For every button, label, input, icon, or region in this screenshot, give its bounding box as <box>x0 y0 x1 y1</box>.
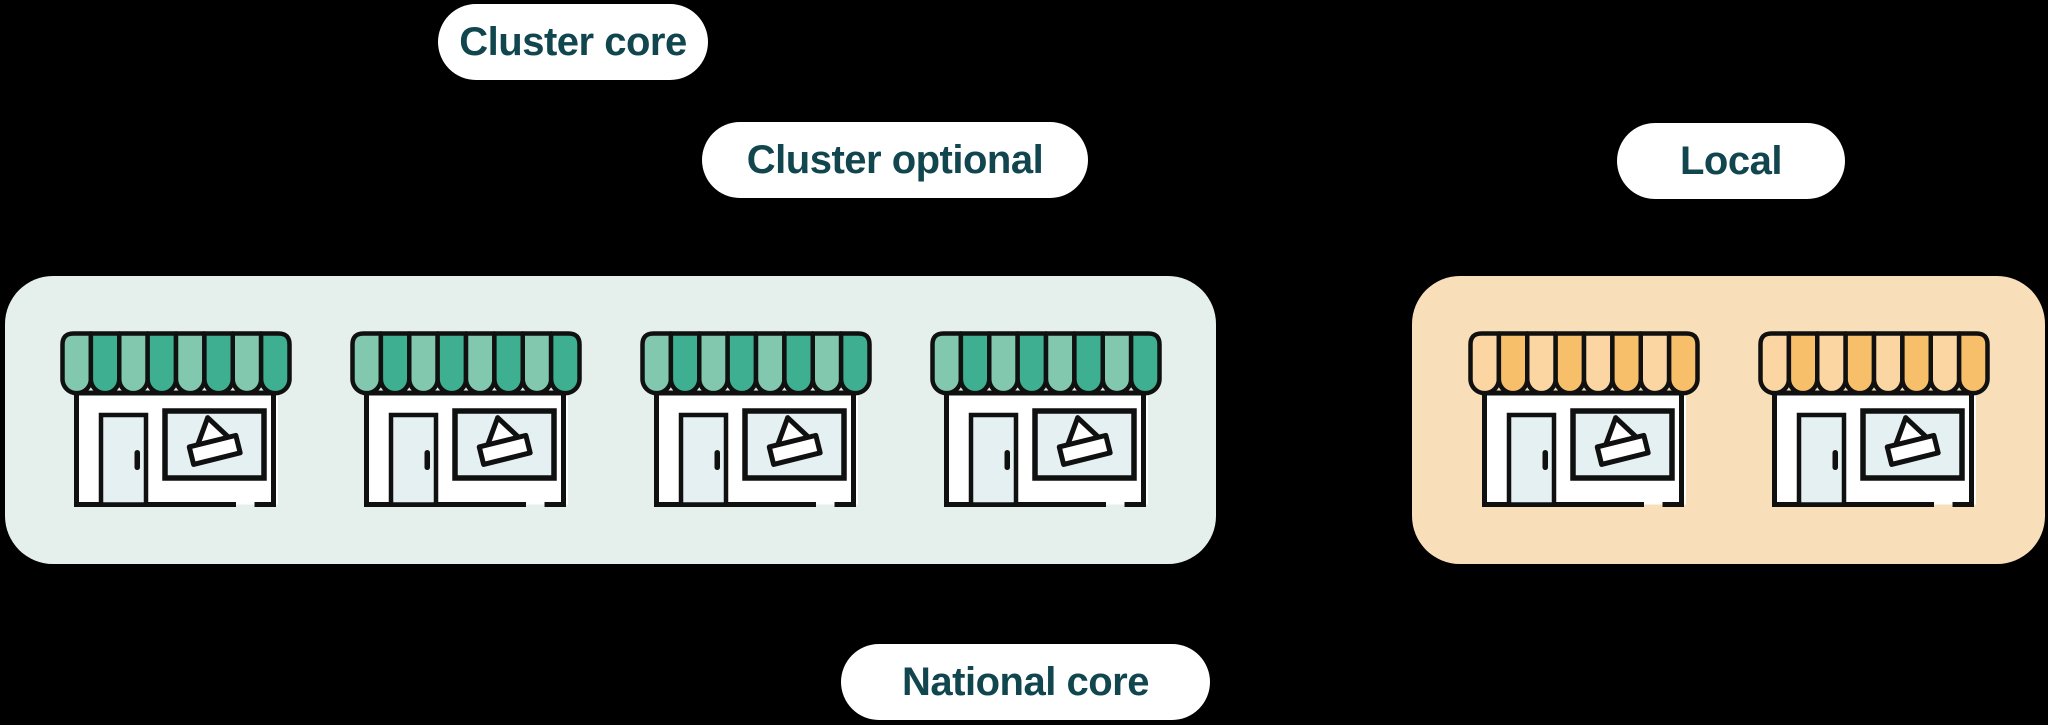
store-item <box>1757 331 1990 509</box>
awning-stripe <box>986 331 1020 396</box>
store-body-outline <box>363 390 566 507</box>
awning-stripe <box>548 331 582 396</box>
awning-stripe <box>724 331 758 396</box>
awning-stripe <box>781 331 815 396</box>
door-handle-icon <box>424 450 430 470</box>
storefront-icon <box>1757 331 1990 507</box>
awning-stripe <box>1014 331 1048 396</box>
awning-stripe <box>59 331 93 396</box>
cluster-stores-panel <box>5 276 1216 564</box>
storefront-icon <box>349 331 582 507</box>
awning-stripe <box>1814 331 1848 396</box>
door-handle-icon <box>1542 450 1548 470</box>
awning-stripe <box>173 331 207 396</box>
awning-stripe <box>116 331 150 396</box>
awning-stripe <box>1786 331 1819 396</box>
awning-stripe <box>1956 331 1990 396</box>
local-stores-panel <box>1412 276 2045 564</box>
awning-stripe <box>958 331 991 396</box>
awning-stripe <box>520 331 553 396</box>
awning-stripe <box>1552 331 1586 396</box>
window-sign-icon <box>766 415 823 467</box>
storefront-icon <box>59 331 292 507</box>
awning-stripe <box>810 331 843 396</box>
store-item <box>1467 331 1700 509</box>
awning-stripe <box>1899 331 1933 396</box>
awning-stripe <box>434 331 468 396</box>
door-handle-icon <box>1004 450 1010 470</box>
awning-stripe <box>639 331 673 396</box>
store-body-outline <box>1771 390 1974 507</box>
cluster-core-label: Cluster core <box>438 4 708 80</box>
awning-stripe <box>144 331 178 396</box>
door-handle-icon <box>134 450 140 470</box>
awning-stripe <box>378 331 411 396</box>
awning-stripe <box>491 331 525 396</box>
awning-stripe <box>668 331 701 396</box>
window-sign-icon <box>1594 415 1651 467</box>
awning-stripe <box>929 331 963 396</box>
awning-stripe <box>1757 331 1791 396</box>
store-body-outline <box>1481 390 1684 507</box>
awning-stripe <box>1100 331 1133 396</box>
store-item <box>929 331 1162 509</box>
window-sign-icon <box>476 415 533 467</box>
awning-stripe <box>1842 331 1876 396</box>
awning-stripe <box>1581 331 1615 396</box>
store-item <box>349 331 582 509</box>
storefront-icon <box>929 331 1162 507</box>
door-handle-icon <box>1832 450 1838 470</box>
awning-stripe <box>1871 331 1905 396</box>
awning-stripe <box>230 331 263 396</box>
cluster-optional-label: Cluster optional <box>702 122 1088 198</box>
awning-stripe <box>406 331 440 396</box>
awning-stripe <box>1043 331 1077 396</box>
store-body-outline <box>653 390 856 507</box>
awning-stripe <box>753 331 787 396</box>
awning-stripe <box>1638 331 1671 396</box>
awning-stripe <box>696 331 730 396</box>
window-sign-icon <box>186 415 243 467</box>
national-core-label: National core <box>841 644 1210 720</box>
awning-stripe <box>349 331 383 396</box>
awning-stripe <box>201 331 235 396</box>
awning-stripe <box>1609 331 1643 396</box>
window-sign-icon <box>1884 415 1941 467</box>
store-item <box>59 331 292 509</box>
awning-stripe <box>1128 331 1162 396</box>
awning-stripe <box>1071 331 1105 396</box>
store-body-outline <box>73 390 276 507</box>
awning-stripe <box>1524 331 1558 396</box>
local-label: Local <box>1617 123 1845 199</box>
storefront-icon <box>1467 331 1700 507</box>
window-sign-icon <box>1056 415 1113 467</box>
awning-stripe <box>463 331 497 396</box>
awning-stripe <box>1928 331 1961 396</box>
awning-stripe <box>88 331 121 396</box>
awning-stripe <box>1467 331 1501 396</box>
storefront-icon <box>639 331 872 507</box>
store-item <box>639 331 872 509</box>
awning-stripe <box>1666 331 1700 396</box>
store-body-outline <box>943 390 1146 507</box>
awning-stripe <box>838 331 872 396</box>
awning-stripe <box>258 331 292 396</box>
awning-stripe <box>1496 331 1529 396</box>
door-handle-icon <box>714 450 720 470</box>
